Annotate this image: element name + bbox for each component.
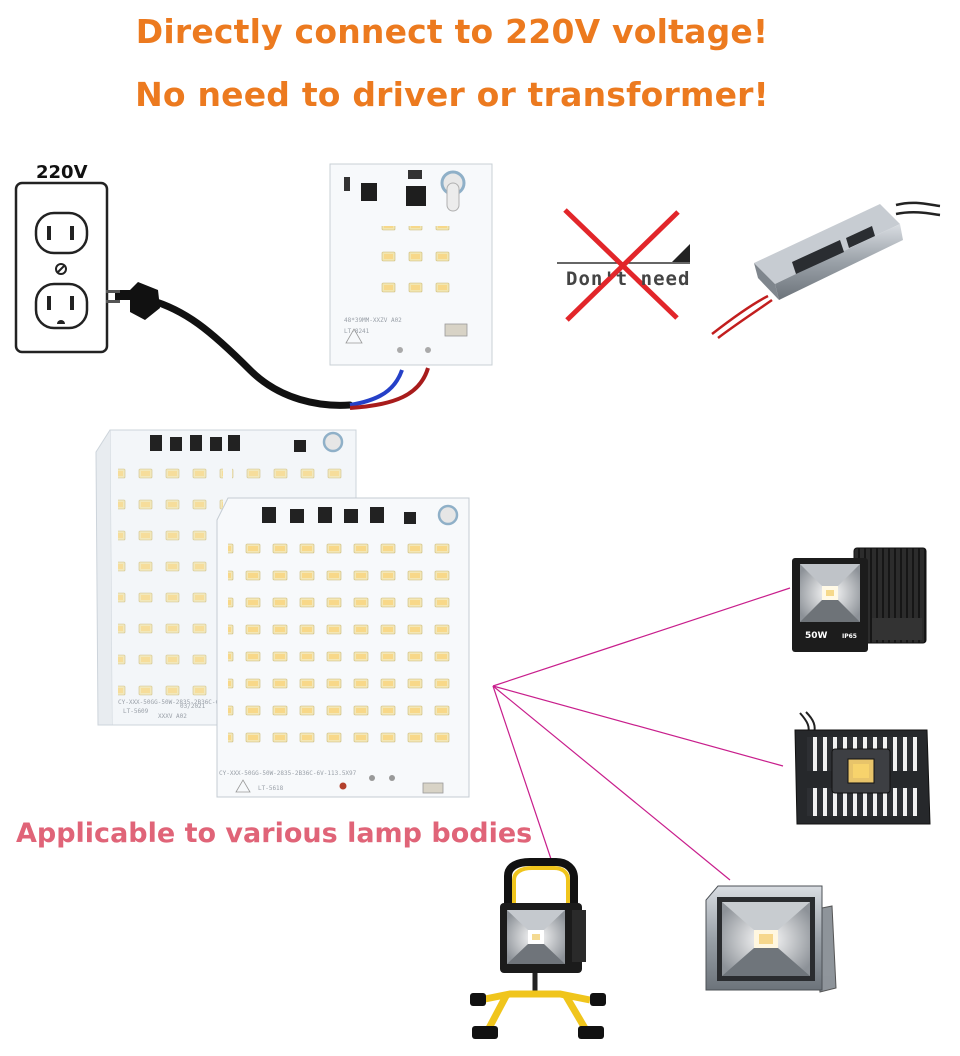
- led-array: [378, 226, 459, 306]
- lower-socket-icon: [34, 282, 89, 330]
- floodlight-watt-label: 50W: [805, 631, 828, 641]
- silver-floodlight: [705, 885, 837, 993]
- connector-lines: [492, 587, 791, 881]
- power-cord: [106, 282, 430, 410]
- back-module-silk-2: LT-5609: [123, 708, 149, 715]
- portable-work-light: [470, 858, 606, 1039]
- voltage-label: 220V: [36, 162, 88, 183]
- headline-line-1: Directly connect to 220V voltage!: [135, 12, 769, 51]
- dont-need-label: Don't need: [566, 268, 691, 290]
- led-driver-box: [711, 201, 941, 339]
- headline-line-2: No need to driver or transformer!: [135, 75, 769, 114]
- back-module-silk-3: XXXV A02: [158, 713, 187, 720]
- wall-outlet: [14, 181, 109, 354]
- upper-socket-icon: [34, 211, 89, 255]
- grille-floodlight: [794, 711, 931, 825]
- back-module-silk-date: 03/2021: [180, 703, 206, 710]
- led-array: [228, 538, 458, 758]
- small-led-module: 48*39MM-XXZV A02 LT-8241: [329, 163, 493, 366]
- front-module-silk-1: CY-XXX-50GG-50W-2835-2B36C-6V-113.5X97: [219, 770, 357, 777]
- small-module-silk-2: LT-8241: [344, 328, 370, 335]
- floodlight-ip-label: IP65: [842, 633, 857, 640]
- back-module-silk-1: CY-XXX-50GG-50W-2835-2B36C-6V-113.5X97: [118, 699, 256, 706]
- large-led-module-front: CY-XXX-50GG-50W-2835-2B36C-6V-113.5X97 L…: [216, 497, 470, 798]
- not-needed-mark: [557, 208, 690, 322]
- caption-lamp-bodies: Applicable to various lamp bodies: [16, 818, 533, 849]
- front-module-silk-2: LT-5618: [258, 785, 284, 792]
- floodlight-50w: 50W IP65: [792, 547, 927, 652]
- small-module-silk-1: 48*39MM-XXZV A02: [344, 317, 402, 324]
